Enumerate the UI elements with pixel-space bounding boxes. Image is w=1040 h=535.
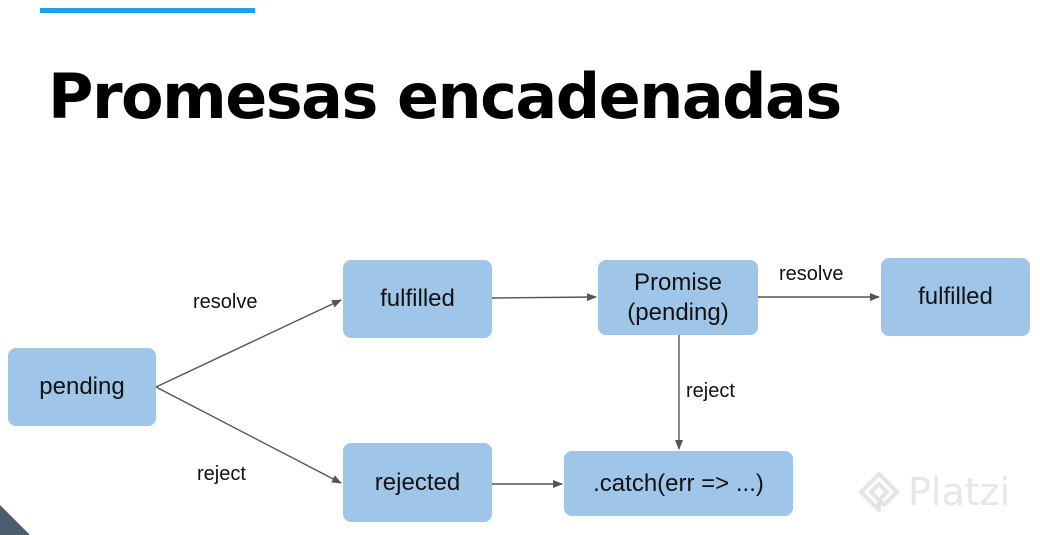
node-fulfilled-2: fulfilled bbox=[881, 258, 1030, 336]
node-rejected-label: rejected bbox=[374, 468, 461, 496]
edge-label-promise-resolve: resolve bbox=[779, 263, 844, 285]
edge-label-pending-reject: reject bbox=[197, 463, 246, 485]
edge-pending-to-fulfilled bbox=[155, 299, 342, 388]
edge-label-pending-resolve: resolve bbox=[193, 291, 258, 313]
edge-pending-to-rejected bbox=[155, 386, 342, 484]
node-promise-label-line1: Promise bbox=[633, 268, 723, 296]
node-promise-label-line2: (pending) bbox=[627, 298, 729, 326]
platzi-watermark-text: Platzi bbox=[908, 470, 1011, 514]
node-fulfilled-1-label: fulfilled bbox=[380, 285, 455, 312]
node-pending-label: pending bbox=[39, 373, 125, 400]
title-accent-bar bbox=[40, 8, 255, 13]
node-rejected: rejected bbox=[343, 443, 492, 522]
edge-fulfilled-to-promise bbox=[491, 293, 597, 302]
corner-decoration bbox=[0, 505, 30, 535]
node-promise-pending: Promise (pending) bbox=[598, 260, 758, 335]
platzi-watermark: Platzi bbox=[858, 470, 1010, 514]
node-pending: pending bbox=[8, 348, 156, 426]
node-fulfilled-1: fulfilled bbox=[343, 260, 492, 338]
slide-title: Promesas encadenadas bbox=[48, 60, 842, 133]
node-catch: .catch(err => ...) bbox=[564, 451, 793, 516]
node-fulfilled-2-label: fulfilled bbox=[918, 283, 993, 310]
edge-label-promise-reject: reject bbox=[686, 380, 735, 402]
platzi-logo-icon bbox=[859, 472, 899, 512]
node-catch-label: .catch(err => ...) bbox=[593, 469, 764, 497]
